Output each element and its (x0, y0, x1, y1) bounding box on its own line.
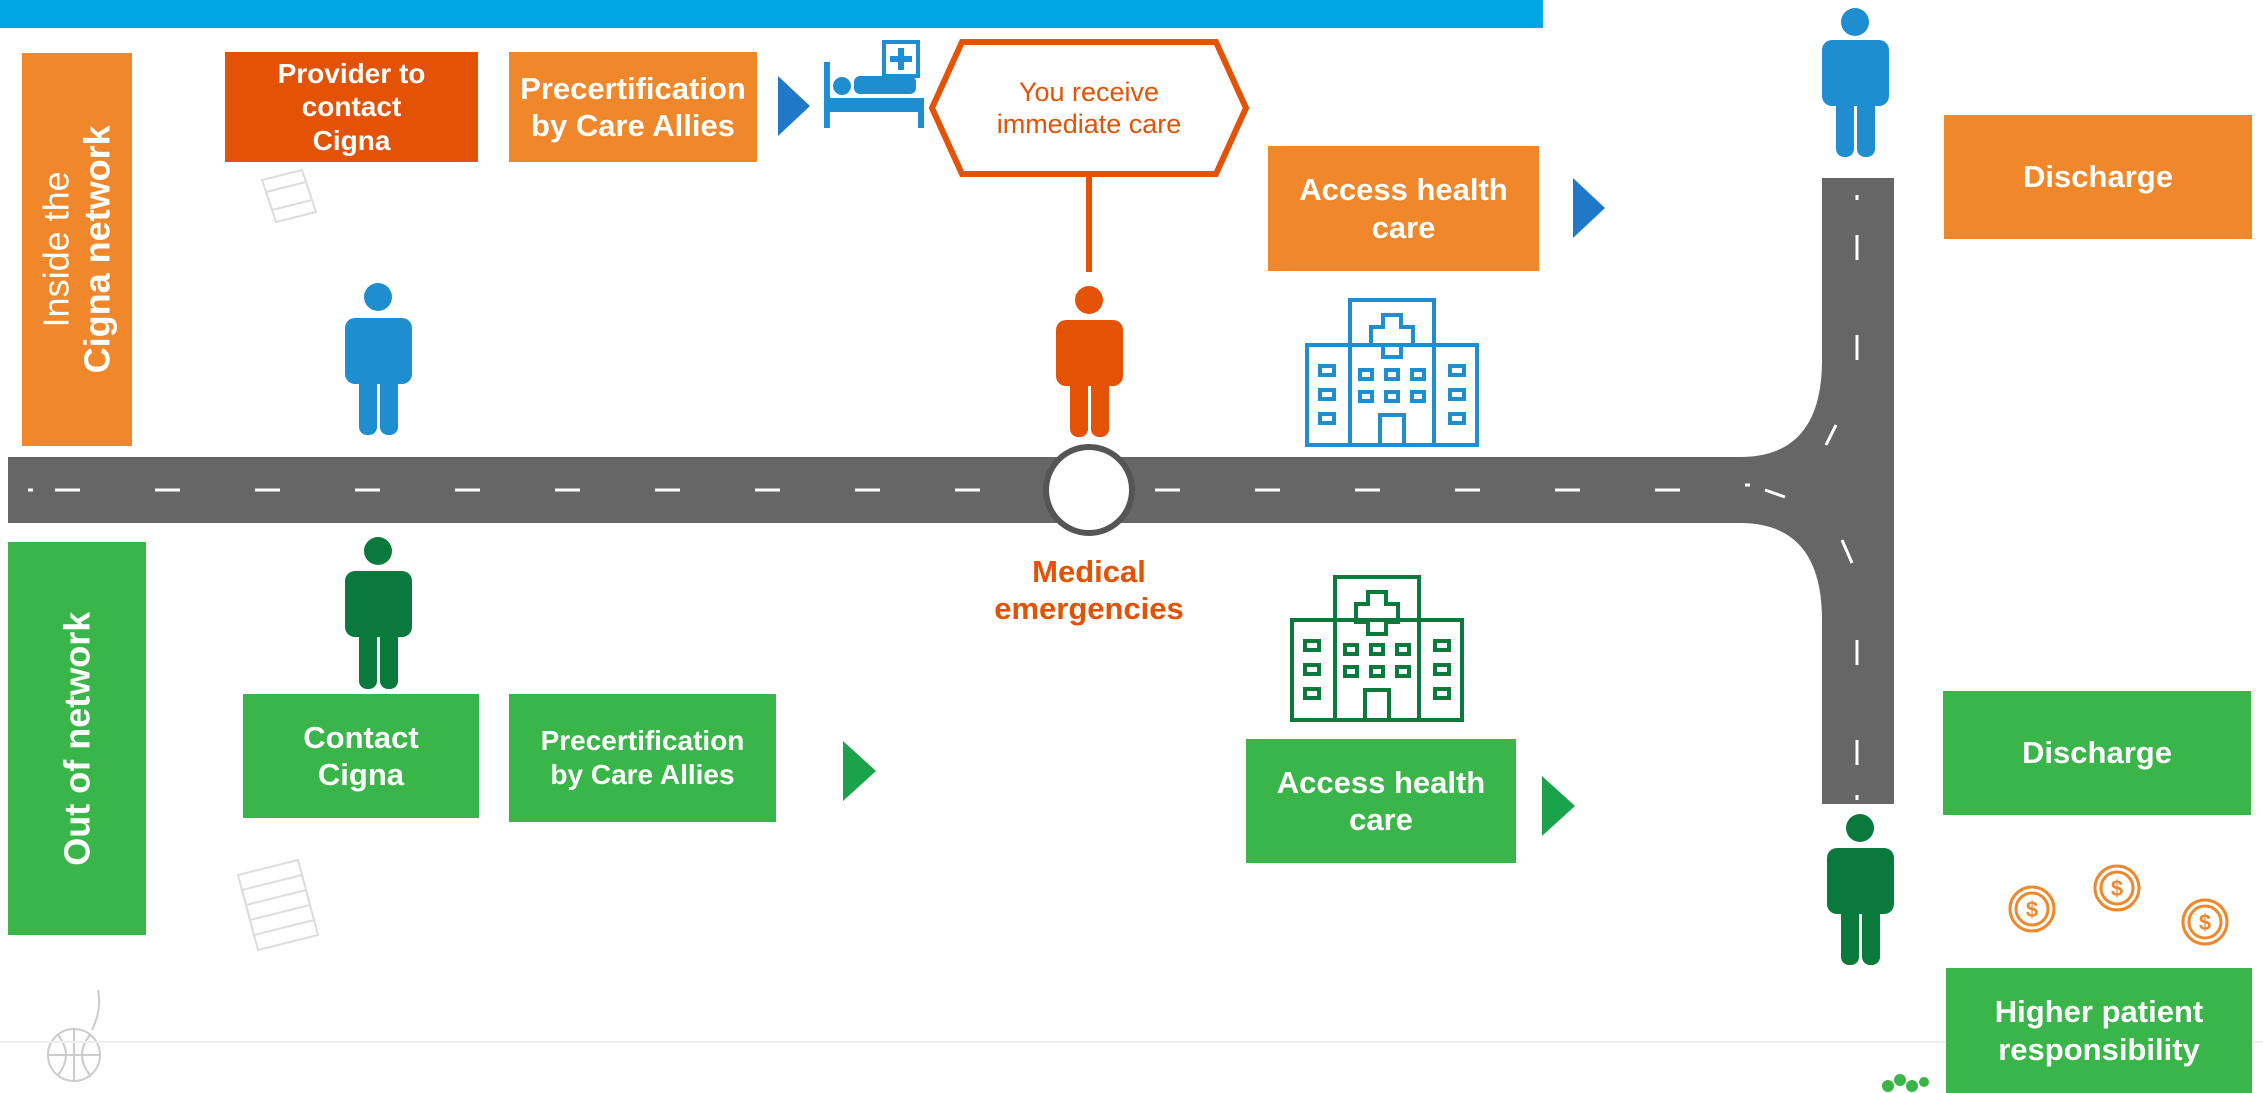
road-curve-lower (1740, 523, 1822, 620)
document-stack-icon (260, 168, 318, 224)
immediate-care-hexagon (928, 39, 1250, 177)
play-arrow-icon (1542, 776, 1575, 836)
inside-network-label-line1: Inside the (35, 171, 77, 328)
leaf-logo-icon (1882, 1074, 1929, 1092)
document-stack-icon (236, 858, 320, 952)
inside-precert-box: Precertification by Care Allies (509, 52, 757, 162)
medical-emergencies-text: Medical emergencies (994, 553, 1184, 626)
immediate-care-label: You receive immediate care (962, 62, 1216, 154)
inside-access-care-text: Access health care (1299, 172, 1508, 245)
provider-contact-text: Provider to contact Cigna (277, 57, 426, 156)
out-of-network-label-text: Out of network (56, 611, 98, 866)
medical-emergencies-label: Medical emergencies (960, 550, 1218, 630)
inside-network-label: Inside the Cigna network (22, 53, 132, 446)
outside-precert-box: Precertification by Care Allies (509, 694, 776, 822)
road-curve-upper (1740, 360, 1822, 457)
outside-discharge-box: Discharge (1943, 691, 2251, 815)
dollar-sign-icon: $ (2199, 910, 2211, 935)
globe-stethoscope-icon (47, 989, 101, 1082)
person-icon (345, 283, 412, 435)
play-arrow-icon (1573, 178, 1605, 238)
higher-responsibility-box: Higher patient responsibility (1946, 968, 2252, 1093)
inside-network-label-line2: Cigna network (77, 125, 118, 374)
person-icon (1827, 814, 1894, 965)
top-banner-bar (0, 0, 1543, 28)
outside-access-care-box: Access health care (1246, 739, 1516, 863)
person-icon (345, 537, 412, 689)
dollar-coin-icon (2008, 885, 2056, 933)
person-icon (1056, 286, 1123, 437)
vertical-road (1822, 178, 1894, 804)
junction-circle (1043, 444, 1135, 536)
inside-discharge-text: Discharge (2023, 159, 2173, 195)
inside-access-care-box: Access health care (1268, 146, 1539, 271)
outside-contact-text: Contact Cigna (303, 719, 419, 792)
outside-precert-text: Precertification by Care Allies (540, 725, 745, 790)
play-arrow-icon (843, 741, 876, 801)
inside-precert-text: Precertification by Care Allies (520, 70, 746, 143)
dollar-sign-icon: $ (2111, 876, 2123, 901)
hospital-icon (1305, 298, 1479, 447)
higher-responsibility-text: Higher patient responsibility (1994, 994, 2204, 1067)
hospital-bed-icon (824, 40, 924, 128)
hospital-icon (1290, 575, 1464, 722)
provider-contact-box: Provider to contact Cigna (225, 52, 478, 162)
dollar-coin-icon (2093, 864, 2141, 912)
outside-contact-box: Contact Cigna (243, 694, 479, 818)
outside-discharge-text: Discharge (2022, 735, 2172, 771)
immediate-care-text: You receive immediate care (996, 76, 1182, 139)
person-icon (1822, 8, 1889, 157)
dollar-coin-icon (2181, 898, 2229, 946)
play-arrow-icon (778, 76, 810, 136)
out-of-network-label: Out of network (8, 542, 146, 935)
road-dashes (28, 195, 1859, 800)
outside-access-care-text: Access health care (1276, 764, 1486, 837)
dollar-sign-icon: $ (2026, 897, 2038, 922)
inside-discharge-box: Discharge (1944, 115, 2252, 239)
